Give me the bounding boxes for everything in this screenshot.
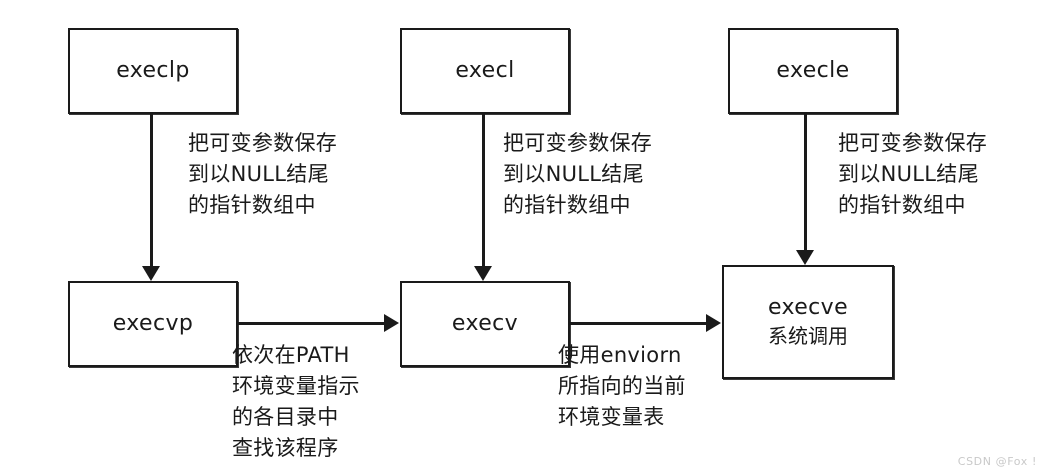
- node-execv-label: execv: [451, 311, 519, 337]
- annotation-execv-to-execve: 使用enviorn 所指向的当前 环境变量表: [558, 343, 686, 429]
- node-execlp: execlp: [68, 28, 238, 114]
- node-execve: execve 系统调用: [722, 265, 894, 379]
- node-execlp-label: execlp: [116, 58, 190, 84]
- node-execl-label: execl: [455, 58, 515, 84]
- edge-execl-to-execv-arrowhead-icon: [474, 266, 492, 281]
- node-execvp: execvp: [68, 281, 238, 367]
- node-execle: execle: [728, 28, 898, 114]
- node-execl: execl: [400, 28, 570, 114]
- edge-execlp-to-execvp-line: [150, 113, 153, 268]
- edge-execlp-to-execvp-arrowhead-icon: [142, 266, 160, 281]
- node-execvp-label: execvp: [112, 311, 194, 337]
- edge-execle-to-execve-line: [804, 113, 807, 252]
- edge-execl-to-execv-line: [482, 113, 485, 268]
- node-execv: execv: [400, 281, 570, 367]
- edge-execvp-to-execv-line: [238, 322, 386, 325]
- annotation-execl-to-execv: 把可变参数保存 到以NULL结尾 的指针数组中: [503, 131, 653, 217]
- node-execve-label: execve: [767, 294, 849, 320]
- annotation-execlp-to-execvp: 把可变参数保存 到以NULL结尾 的指针数组中: [188, 131, 338, 217]
- annotation-execle-to-execve: 把可变参数保存 到以NULL结尾 的指针数组中: [838, 131, 988, 217]
- edge-execv-to-execve-line: [570, 322, 708, 325]
- watermark: CSDN @Fox !: [957, 455, 1037, 468]
- edge-execle-to-execve-arrowhead-icon: [796, 250, 814, 265]
- edge-execv-to-execve-arrowhead-icon: [706, 314, 721, 332]
- node-execve-sublabel: 系统调用: [768, 324, 848, 349]
- node-execle-label: execle: [776, 58, 850, 84]
- edge-execvp-to-execv-arrowhead-icon: [384, 314, 399, 332]
- annotation-execvp-to-execv: 依次在PATH 环境变量指示 的各目录中 查找该程序: [232, 343, 360, 460]
